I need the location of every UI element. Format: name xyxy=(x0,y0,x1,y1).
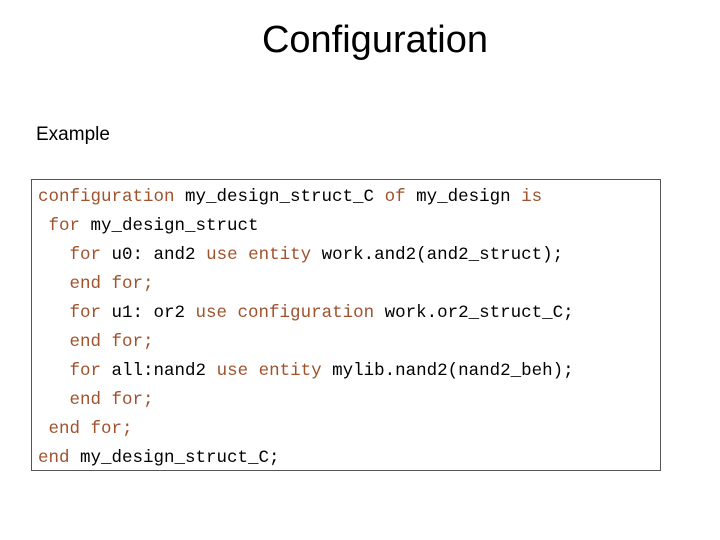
code-line: configuration my_design_struct_C of my_d… xyxy=(38,183,574,212)
code-keyword: use entity xyxy=(206,245,312,265)
code-keyword: for xyxy=(69,361,102,381)
code-keyword: end for; xyxy=(69,274,154,294)
code-indent xyxy=(38,245,70,265)
code-keyword: of xyxy=(384,187,406,207)
code-keyword: for xyxy=(69,245,102,265)
code-identifier: my_design_struct_C; xyxy=(69,448,280,468)
code-line: end for; xyxy=(38,386,574,415)
code-keyword: use configuration xyxy=(195,303,375,323)
code-indent xyxy=(38,274,70,294)
code-keyword: end xyxy=(38,448,70,468)
example-label: Example xyxy=(36,124,110,145)
code-lines: configuration my_design_struct_C of my_d… xyxy=(38,183,574,473)
code-indent xyxy=(38,361,70,381)
code-keyword: configuration xyxy=(38,187,175,207)
code-indent xyxy=(38,332,70,352)
code-keyword: for xyxy=(69,303,102,323)
code-identifier: my_design_struct xyxy=(80,216,259,236)
code-line: for u0: and2 use entity work.and2(and2_s… xyxy=(38,241,574,270)
code-keyword: end for; xyxy=(69,390,154,410)
code-indent xyxy=(38,216,49,236)
code-line: end for; xyxy=(38,328,574,357)
code-indent xyxy=(38,303,70,323)
code-identifier: mylib.nand2(nand2_beh); xyxy=(321,361,574,381)
code-identifier: my_design xyxy=(405,187,522,207)
code-line: for u1: or2 use configuration work.or2_s… xyxy=(38,299,574,328)
code-identifier: u1: or2 xyxy=(101,303,196,323)
code-line: end for; xyxy=(38,415,574,444)
code-line: for all:nand2 use entity mylib.nand2(nan… xyxy=(38,357,574,386)
code-indent xyxy=(38,390,70,410)
code-identifier: u0: and2 xyxy=(101,245,207,265)
page-title: Configuration xyxy=(261,19,489,61)
code-identifier: my_design_struct_C xyxy=(174,187,385,207)
code-line: for my_design_struct xyxy=(38,212,574,241)
code-identifier: work.and2(and2_struct); xyxy=(311,245,564,265)
code-keyword: end for; xyxy=(69,332,154,352)
code-block: configuration my_design_struct_C of my_d… xyxy=(31,179,661,471)
code-keyword: for xyxy=(48,216,81,236)
code-indent xyxy=(38,419,49,439)
code-keyword: end for; xyxy=(48,419,133,439)
code-identifier: work.or2_struct_C; xyxy=(374,303,574,323)
code-keyword: is xyxy=(521,187,543,207)
code-line: end my_design_struct_C; xyxy=(38,444,574,473)
code-keyword: use entity xyxy=(216,361,322,381)
code-line: end for; xyxy=(38,270,574,299)
code-identifier: all:nand2 xyxy=(101,361,217,381)
